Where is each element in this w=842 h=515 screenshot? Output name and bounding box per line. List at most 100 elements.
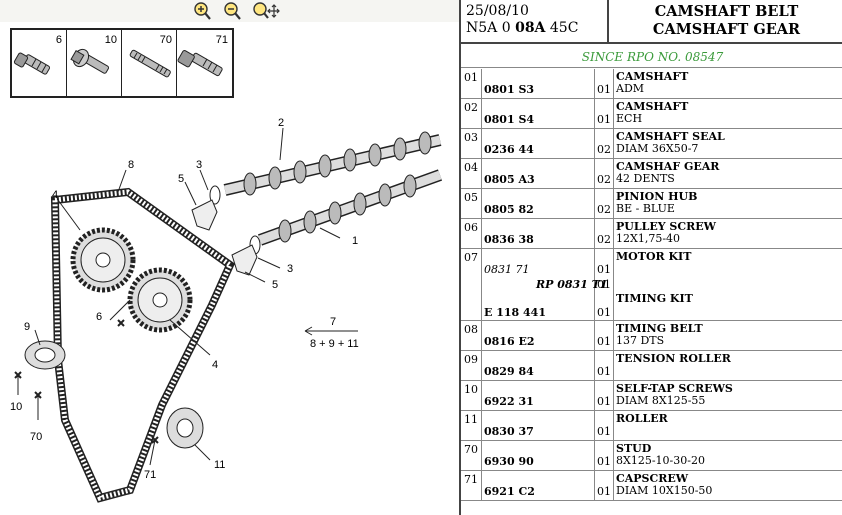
part-code: 0830 37 xyxy=(484,425,534,438)
callout-6: 6 xyxy=(96,311,102,323)
callout-11: 11 xyxy=(214,459,225,471)
part-index: 01 xyxy=(464,71,478,84)
part-name: CAMSHAF GEAR xyxy=(616,160,720,173)
column-divider xyxy=(613,159,614,188)
screw-washer-icon xyxy=(70,48,110,74)
part-name: SELF-TAP SCREWS xyxy=(616,382,733,395)
callout-1: 1 xyxy=(352,235,358,247)
part-index: 06 xyxy=(464,221,478,234)
column-divider xyxy=(594,249,595,320)
part-rp-code: RP 0831 T1 xyxy=(536,278,608,291)
thumb-screw-10[interactable]: 10 xyxy=(67,30,122,96)
part-description: DIAM 10X150-50 xyxy=(616,484,713,497)
part-index: 03 xyxy=(464,131,478,144)
column-divider xyxy=(613,69,614,98)
callout-9: 9 xyxy=(24,321,30,333)
column-divider xyxy=(481,99,482,128)
flange-screw-icon xyxy=(13,52,51,75)
part-name: CAMSHAFT SEAL xyxy=(616,130,725,143)
column-divider xyxy=(481,351,482,380)
timing-belt-drawing xyxy=(50,187,235,503)
thumb-number: 6 xyxy=(55,34,62,46)
part-index: 11 xyxy=(464,413,478,426)
column-divider xyxy=(594,441,595,470)
fastener-thumbnails: 6 10 70 71 xyxy=(10,28,234,98)
camshaft-gear-lower xyxy=(127,267,193,333)
part-description: 137 DTS xyxy=(616,334,665,347)
part-qty: 01 xyxy=(597,278,611,291)
callout-2: 2 xyxy=(278,117,284,129)
table-row[interactable]: 11 0830 37 01 ROLLER xyxy=(461,411,842,441)
part-description: BE - BLUE xyxy=(616,202,675,215)
thumb-number: 70 xyxy=(159,34,172,46)
column-divider xyxy=(481,129,482,158)
thumb-number: 10 xyxy=(104,34,117,46)
seal-upper xyxy=(209,185,221,205)
part-code: 0805 A3 xyxy=(484,173,535,186)
camshaft-lower-drawing xyxy=(257,169,443,246)
thumb-screw-6[interactable]: 6 xyxy=(12,30,67,96)
callout-10: 10 xyxy=(10,401,22,413)
part-qty: 01 xyxy=(597,455,611,468)
part-description: DIAM 8X125-55 xyxy=(616,394,706,407)
column-divider xyxy=(594,411,595,440)
column-divider xyxy=(481,219,482,248)
exploded-parts-diagram: 2 3 5 8 4 1 3 5 6 4 7 8 + 9 + 11 9 10 70… xyxy=(10,117,443,503)
part-index: 05 xyxy=(464,191,478,204)
thumb-stud-70[interactable]: 70 xyxy=(122,30,177,96)
part-name: ROLLER xyxy=(616,412,668,425)
callout-71: 71 xyxy=(144,469,156,481)
part-index: 02 xyxy=(464,101,478,114)
camshaft-upper-drawing xyxy=(223,131,442,196)
thumb-capscrew-71[interactable]: 71 xyxy=(177,30,232,96)
part-name: CAMSHAFT xyxy=(616,100,689,113)
column-divider xyxy=(481,159,482,188)
part-qty: 01 xyxy=(597,485,611,498)
camshaft-gear-upper xyxy=(70,227,136,293)
part-index: 08 xyxy=(464,323,478,336)
zoom-pan-icon[interactable] xyxy=(252,1,280,21)
part-description: ECH xyxy=(616,112,643,125)
callout-4b: 4 xyxy=(212,359,218,371)
part-qty: 01 xyxy=(597,425,611,438)
part-code: E 118 441 xyxy=(484,306,546,319)
part-qty: 02 xyxy=(597,203,611,216)
stud-icon xyxy=(129,49,171,78)
part-index: 07 xyxy=(464,251,478,264)
part-code: 0836 38 xyxy=(484,233,534,246)
part-qty: 01 xyxy=(597,83,611,96)
callout-5b: 5 xyxy=(272,279,278,291)
tension-roller-drawing xyxy=(24,340,66,370)
column-divider xyxy=(594,69,595,98)
zoom-out-icon[interactable] xyxy=(222,1,242,21)
hub-upper xyxy=(191,199,218,231)
column-divider xyxy=(481,321,482,350)
part-name: STUD xyxy=(616,442,652,455)
column-divider xyxy=(594,351,595,380)
part-index: 71 xyxy=(464,473,478,486)
part-qty: 01 xyxy=(597,365,611,378)
column-divider xyxy=(613,219,614,248)
callout-3b: 3 xyxy=(287,263,293,275)
part-index: 10 xyxy=(464,383,478,396)
part-qty: 01 xyxy=(597,113,611,126)
column-divider xyxy=(481,69,482,98)
column-divider xyxy=(613,129,614,158)
since-rpo-note: SINCE RPO NO. 08547 xyxy=(461,46,842,68)
header-code: N5A 0 08A 45C xyxy=(466,20,607,37)
zoom-in-icon[interactable] xyxy=(192,1,212,21)
part-name: CAMSHAFT xyxy=(616,70,689,83)
zoom-toolbar xyxy=(0,0,459,22)
